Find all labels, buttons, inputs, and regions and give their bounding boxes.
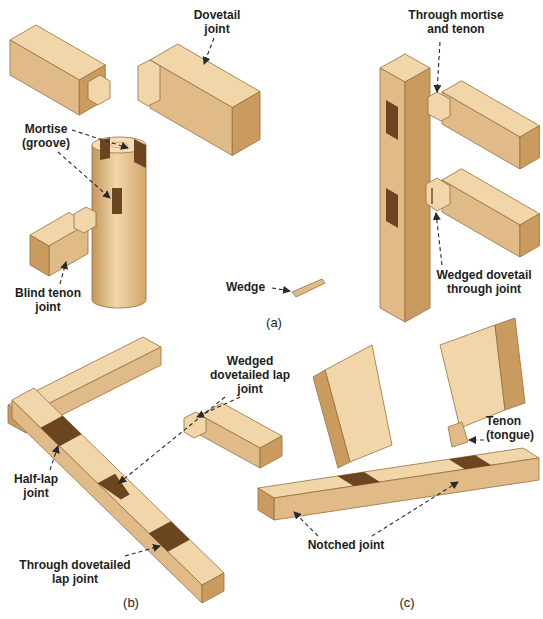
leader-arrow: [197, 397, 240, 417]
dovetail-tenon: [88, 75, 110, 105]
rafter: [313, 345, 392, 468]
dovetail-tenon: [138, 60, 160, 106]
panel-letter: (a): [259, 316, 289, 330]
beam: [184, 403, 282, 468]
part-label: Tenon (tongue): [486, 414, 543, 442]
leader-arrow: [50, 446, 58, 470]
wood-face: [442, 92, 520, 169]
leader-arrow: [437, 42, 440, 92]
wedge-slit: [431, 188, 432, 204]
dovetail-tenon: [184, 412, 206, 438]
beam: [426, 169, 539, 257]
dovetail-tenon: [426, 178, 450, 211]
wood-face: [12, 400, 202, 603]
wood-face: [380, 68, 405, 322]
wood-face: [202, 573, 224, 603]
leader-arrow: [125, 546, 160, 556]
leader-arrow: [204, 38, 214, 64]
wood-face: [150, 60, 232, 156]
part-label: Dovetail joint: [186, 8, 248, 36]
wood-face: [258, 488, 274, 520]
half-lap-notch: [41, 416, 82, 447]
part-label: Wedged dovetail through joint: [428, 268, 540, 296]
wood-face: [232, 92, 260, 156]
dovetail-slot: [134, 139, 146, 168]
part-label: Mortise (groove): [12, 122, 80, 150]
beam: [138, 44, 260, 156]
part-label: Wedged dovetailed lap joint: [200, 354, 300, 396]
part-label: Half-lap joint: [4, 472, 68, 500]
mortise-hole: [386, 188, 398, 228]
part-label: Blind tenon joint: [8, 286, 88, 314]
wood-face: [495, 318, 525, 410]
mortise-hole: [386, 100, 398, 140]
notch: [338, 472, 381, 486]
mortise-hole: [112, 188, 122, 214]
wood-face: [30, 235, 49, 276]
tenon: [74, 207, 96, 233]
tenon: [448, 422, 468, 447]
wood-face: [313, 370, 350, 468]
part-label: Wedge: [226, 280, 272, 294]
notch: [449, 455, 492, 469]
wood-face: [260, 436, 282, 468]
wood-face: [440, 325, 505, 428]
part-label: Through mortise and tenon: [400, 8, 512, 36]
wood-face: [520, 214, 540, 257]
leader-arrow: [119, 397, 225, 483]
leader-arrow: [469, 439, 484, 440]
wood-face: [200, 415, 260, 468]
beam: [258, 448, 539, 520]
wood-face: [274, 458, 539, 520]
wood-face: [10, 40, 79, 115]
post-body: [92, 145, 146, 308]
square-post: [380, 54, 430, 322]
round-post: [92, 137, 146, 308]
wood-face: [520, 126, 540, 169]
leader-arrow: [372, 482, 458, 536]
leader-arrow: [58, 152, 110, 198]
leader-arrow: [294, 512, 318, 536]
beam: [30, 207, 96, 276]
leader-arrow: [72, 130, 128, 148]
panel-letter: (c): [392, 596, 422, 610]
part-label: Through dovetailed lap joint: [14, 558, 136, 586]
wedge: [292, 279, 325, 297]
beam: [10, 25, 110, 115]
part-label: Notched joint: [306, 538, 386, 552]
panel-letter: (b): [116, 596, 146, 610]
leader-arrow: [60, 262, 66, 284]
wood-face: [442, 180, 520, 257]
leader-arrow: [436, 213, 442, 265]
beam: [428, 81, 539, 169]
tenon: [428, 92, 450, 121]
leader-arrow: [272, 288, 290, 291]
